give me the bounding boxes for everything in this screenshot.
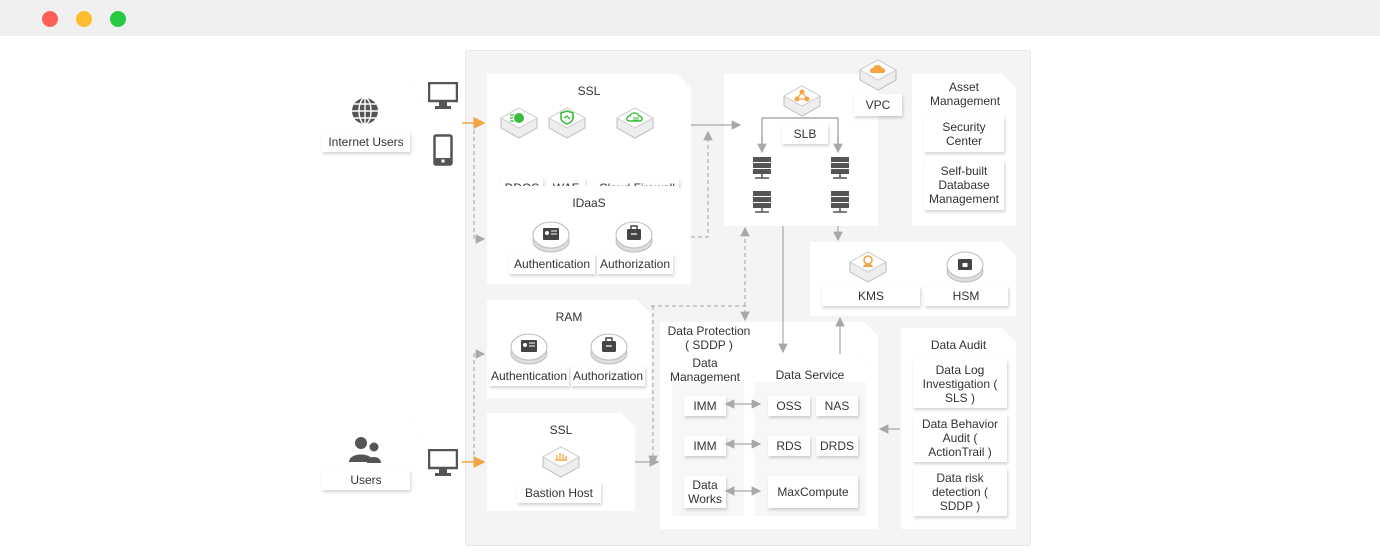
data-audit-card: Data Audit Data Log Investigation ( SLS … [901,328,1016,529]
users-label: Users [322,470,410,490]
data-service-item: DRDS [816,436,858,456]
server-icon [830,156,850,180]
hsm-lock-icon [946,250,984,284]
cloud-firewall-icon [615,106,655,142]
data-management-title: Data Management [669,356,741,384]
data-management-item: IMM [684,436,726,456]
waf-shield-icon [547,106,587,142]
key-management-card: KMS HSM [810,242,1016,316]
bastion-host-icon [541,445,581,481]
data-inner-card: Data Management Data Service IMM IMM Dat… [666,354,872,524]
data-service-item: NAS [816,396,858,416]
data-audit-item: Data Behavior Audit ( ActionTrail ) [913,414,1007,462]
internet-users-label: Internet Users [322,132,410,152]
id-card-icon [532,220,570,254]
id-card-icon [510,332,548,366]
data-service-item: RDS [768,436,810,456]
vpc-label: VPC [854,94,902,116]
globe-icon [350,96,380,126]
asset-management-card: Asset Management Security Center Self-bu… [912,74,1016,226]
ssl-bastion-title: SSL [549,423,573,437]
data-management-item: IMM [684,396,726,416]
briefcase-key-icon [615,220,653,254]
internet-users-card: Internet Users [310,84,424,164]
ssl-bastion-card: SSL Bastion Host [487,413,635,511]
data-audit-title: Data Audit [930,338,987,352]
kms-label: KMS [822,286,920,306]
server-icon [752,156,772,180]
data-service-item: OSS [768,396,810,416]
ram-authorization-label: Authorization [571,366,645,386]
briefcase-key-icon [590,332,628,366]
ram-title: RAM [555,310,583,324]
minimize-window-button[interactable] [76,11,92,27]
desktop-icon [428,449,458,476]
data-protection-subtitle: ( SDDP ) [685,338,733,352]
users-group-icon [348,436,382,464]
desktop-icon [428,82,458,109]
data-management-item: Data Works [684,476,726,508]
mobile-icon [433,134,453,166]
asset-management-title: Asset Management [930,80,1001,108]
hsm-label: HSM [924,286,1008,306]
users-card: Users [310,422,424,502]
vpc-cloud-icon [858,59,898,91]
ram-card: RAM Authentication Authorization [487,300,651,398]
ssl-perimeter-card: SSL DDOS WAF Cloud Firewall [487,74,691,208]
architecture-diagram: Internet Users Users SSL [0,36,1380,560]
idaas-authorization-label: Authorization [597,254,673,274]
kms-key-icon [848,250,888,286]
data-service-item: MaxCompute [768,476,858,508]
idaas-title: IDaaS [572,196,606,210]
data-service-title: Data Service [775,368,845,382]
ram-authentication-label: Authentication [489,366,569,386]
bastion-host-label: Bastion Host [517,483,601,503]
data-audit-item: Data Log Investigation ( SLS ) [913,360,1007,408]
data-protection-title: Data Protection [667,324,751,338]
security-center-item: Security Center [924,116,1004,152]
idaas-authentication-label: Authentication [509,254,595,274]
ssl-title: SSL [577,84,601,98]
slb-label: SLB [782,124,828,144]
idaas-card: IDaaS Authentication Authorization [487,186,691,284]
data-audit-item: Data risk detection ( SDDP ) [913,468,1007,516]
data-protection-card: Data Protection ( SDDP ) Data Management… [660,322,878,529]
server-icon [752,190,772,214]
close-window-button[interactable] [42,11,58,27]
server-icon [830,190,850,214]
maximize-window-button[interactable] [110,11,126,27]
self-built-db-management-item: Self-built Database Management [924,160,1004,210]
ddos-shield-icon [499,106,539,142]
window-titlebar [0,0,1380,36]
slb-icon [782,84,822,120]
